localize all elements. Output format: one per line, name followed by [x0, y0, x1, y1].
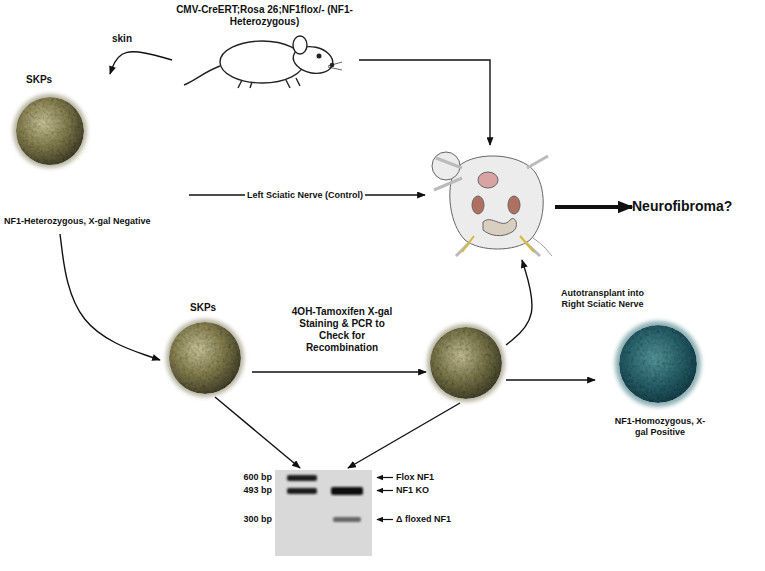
node-text: 493 bp [228, 485, 272, 496]
mouse-body [220, 41, 304, 83]
connector-arrow [506, 379, 595, 380]
connector-arrow [359, 60, 490, 145]
kidney [508, 196, 520, 214]
recombined-sphere [426, 323, 506, 403]
mouse-ear [293, 36, 307, 54]
body-outline [450, 156, 543, 249]
skp-sphere: SKPsNF1-Heterozygous, X-gal Negative [4, 74, 189, 234]
gel-drawing [275, 470, 393, 556]
sphere-halo [13, 94, 87, 168]
node-text: NF1-Homozygous, X-gal Positive [610, 416, 710, 438]
gel-band [333, 517, 361, 522]
node-text: SKPs [190, 302, 216, 314]
mouse-legs [238, 78, 300, 88]
sphere-body [430, 327, 502, 399]
mouse-whiskers [328, 62, 342, 70]
edge-label: skin [110, 33, 134, 45]
node-text: 600 bp [228, 472, 272, 483]
anatomy-figure [425, 145, 555, 260]
sciatic-nerve [462, 236, 534, 252]
node-text: Flox NF1 [396, 472, 434, 483]
mouse-figure: CMV-CreERT;Rosa 26;NF1flox/- (NF1-Hetero… [172, 4, 359, 90]
edge-label: Left Sciatic Nerve (Control) [245, 190, 365, 201]
gel-band [287, 488, 317, 494]
sphere-body [619, 325, 697, 403]
skp-sphere-drawing [427, 324, 505, 402]
leader-arrow [377, 519, 393, 520]
connector-arrow [215, 397, 300, 468]
connector-arrow [506, 260, 532, 345]
mouse-eye [317, 54, 321, 58]
node-text: Neurofibroma? [632, 198, 732, 215]
mouse-tail [184, 66, 220, 85]
leader-arrow [377, 490, 393, 491]
sphere-halo [427, 324, 505, 402]
leader-arrow [377, 477, 393, 478]
tail [533, 238, 552, 256]
edge-label: 4OH-Tamoxifen X-gal Staining & PCR to Ch… [286, 306, 398, 354]
kidney [472, 196, 484, 214]
gel-background [275, 470, 372, 556]
connector-arrow [555, 205, 632, 209]
skp-sphere-drawing [13, 94, 87, 168]
gel-band [331, 487, 363, 495]
sphere-halo [615, 321, 701, 407]
connector-arrow [348, 403, 460, 468]
skp-sphere-drawing [166, 319, 244, 397]
node-text: NF1-Heterozygous, X-gal Negative [4, 216, 151, 227]
node-text: Δ floxed NF1 [396, 514, 451, 525]
edge-label: Autotransplant into Right Sciatic Nerve [548, 288, 657, 310]
heart [478, 172, 498, 188]
xgal-sphere-drawing [615, 321, 701, 407]
connector-arrow [252, 371, 426, 372]
sphere-body [169, 322, 241, 394]
node-text: NF1 KO [396, 485, 429, 496]
sphere-halo [166, 319, 244, 397]
node-text: CMV-CreERT;Rosa 26;NF1flox/- (NF1-Hetero… [172, 4, 357, 28]
connector-arrow [60, 234, 160, 360]
node-text: 300 bp [228, 514, 272, 525]
node-text: SKPs [26, 74, 52, 86]
mouse-drawing [184, 36, 342, 88]
connector-arrow [110, 52, 172, 74]
sphere-body [16, 97, 84, 165]
gel-image: 600 bp 493 bp 300 bp Flox NF1NF1 KO Δ floxed… [228, 468, 513, 560]
outcome-label: Neurofibroma? [632, 196, 742, 218]
gel-band [287, 475, 317, 481]
skp-sphere: SKPs [160, 302, 252, 397]
anatomy-drawing [432, 152, 552, 256]
limbs [434, 156, 548, 256]
intestine [483, 219, 516, 236]
xgal-sphere: NF1-Homozygous, X-gal Positive [595, 320, 725, 452]
